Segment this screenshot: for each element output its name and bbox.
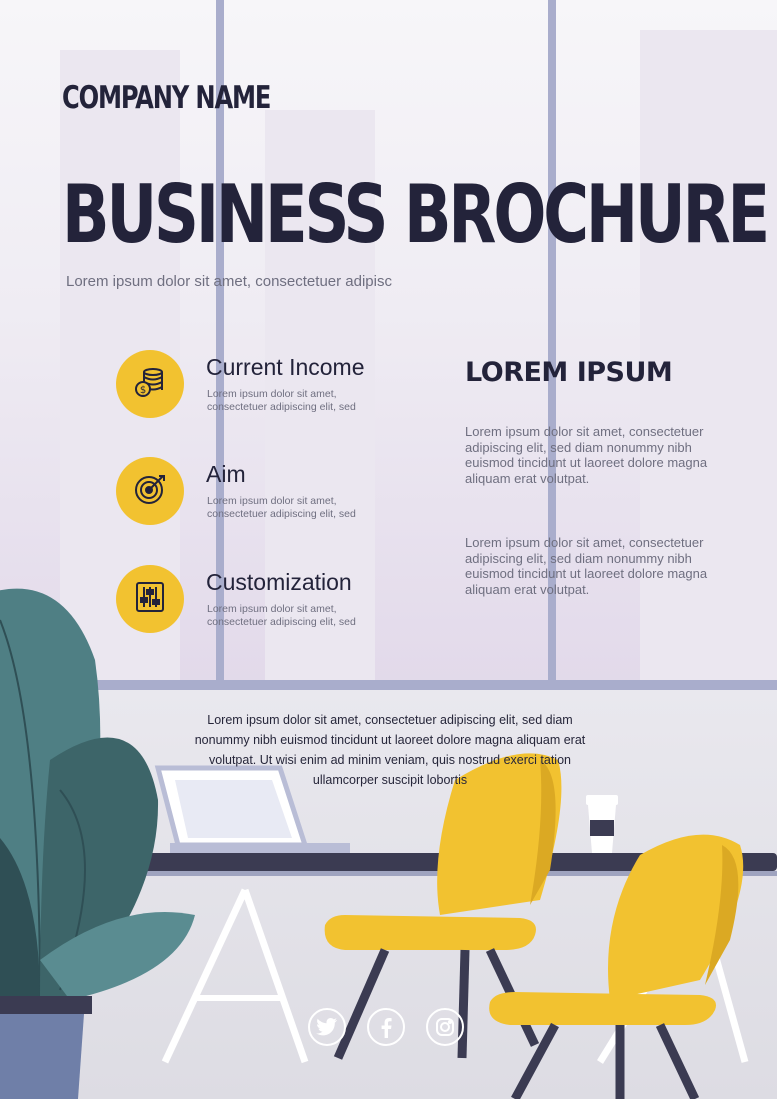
brochure-subtitle: Lorem ipsum dolor sit amet, consectetuer… (66, 273, 392, 290)
feature-text: Lorem ipsum dolor sit amet, consectetuer… (207, 603, 356, 628)
feature-badge: $ (116, 350, 184, 418)
target-icon (133, 472, 167, 511)
background-building (640, 30, 777, 690)
window-frame (548, 0, 556, 690)
feature-title: Customization (206, 569, 352, 595)
feature-badge (116, 565, 184, 633)
feature-aim: Aim Lorem ipsum dolor sit amet, consecte… (116, 457, 416, 527)
facebook-icon[interactable] (367, 1008, 405, 1046)
instagram-icon[interactable] (426, 1008, 464, 1046)
chair-illustration (489, 834, 744, 1099)
section-heading: LOREM IPSUM (465, 357, 673, 388)
background-building (265, 110, 375, 690)
chair-illustration (324, 753, 562, 1060)
sliders-icon (133, 580, 167, 619)
window-frame (216, 0, 224, 690)
feature-badge (116, 457, 184, 525)
feature-text: Lorem ipsum dolor sit amet, consectetuer… (207, 495, 356, 520)
svg-text:$: $ (140, 385, 146, 396)
twitter-icon[interactable] (308, 1008, 346, 1046)
coins-icon: $ (133, 365, 167, 404)
feature-text: Lorem ipsum dolor sit amet, consectetuer… (207, 388, 356, 413)
brochure-title: BUSINESS BROCHURE (62, 168, 770, 261)
center-paragraph: Lorem ipsum dolor sit amet, consectetuer… (194, 713, 586, 787)
company-name: COMPANY NAME (62, 80, 271, 116)
feature-current-income: $ Current Income Lorem ipsum dolor sit a… (116, 350, 416, 420)
feature-customization: Customization Lorem ipsum dolor sit amet… (116, 565, 416, 635)
laptop-illustration (154, 765, 350, 853)
window-sill (0, 680, 777, 690)
coffee-cup-illustration (586, 795, 618, 853)
section-paragraph: Lorem ipsum dolor sit amet, consectetuer… (465, 424, 708, 487)
plant-illustration (0, 588, 195, 1099)
desk-illustration (110, 853, 777, 1064)
feature-title: Aim (206, 461, 246, 487)
feature-title: Current Income (206, 354, 365, 380)
section-paragraph: Lorem ipsum dolor sit amet, consectetuer… (465, 535, 708, 598)
